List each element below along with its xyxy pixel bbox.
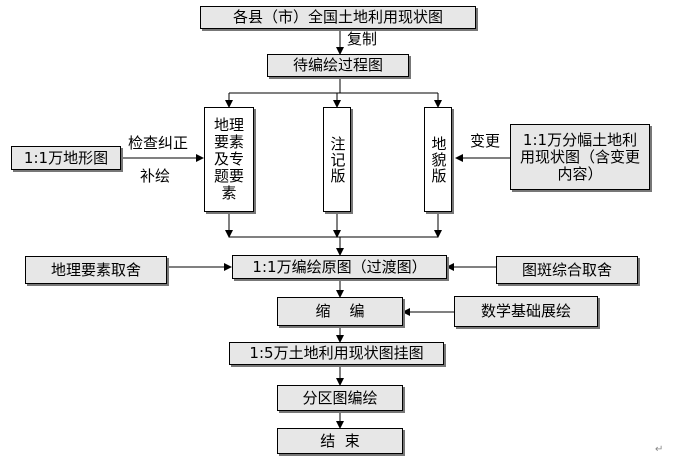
source-map-label: 各县（市）全国土地利用现状图 xyxy=(232,8,443,26)
topo-map-box: 1:1万地形图 xyxy=(11,146,121,170)
patch-choice-label: 图斑综合取舍 xyxy=(521,260,612,279)
district-map-box: 分区图编绘 xyxy=(277,385,403,411)
math-base-box: 数学基础展绘 xyxy=(454,296,598,327)
landform-box: 地貌版 xyxy=(424,107,452,212)
geo-elements-box: 地理要素及专题要素 xyxy=(204,107,254,212)
end-box: 结 束 xyxy=(277,428,403,454)
topo-map-label: 1:1万地形图 xyxy=(23,148,109,167)
wall-map-box: 1:5万土地利用现状图挂图 xyxy=(229,342,444,365)
geo-choice-box: 地理要素取舍 xyxy=(25,256,167,284)
original-map-box: 1:1万编绘原图（过渡图） xyxy=(232,255,447,279)
annotation-label: 注记版 xyxy=(328,135,347,184)
end-label: 结 束 xyxy=(320,431,360,450)
geo-choice-label: 地理要素取舍 xyxy=(50,260,141,279)
reduce-box: 缩 编 xyxy=(277,297,403,326)
source-map-box: 各县（市）全国土地利用现状图 xyxy=(200,6,476,29)
copy-label: 复制 xyxy=(347,30,378,48)
supplement-label: 补绘 xyxy=(140,167,171,185)
math-base-label: 数学基础展绘 xyxy=(480,302,571,320)
sheet-map-label: 1:1万分幅土地利用现状图（含变更内容） xyxy=(519,130,640,183)
original-map-label: 1:1万编绘原图（过渡图） xyxy=(252,257,427,276)
check-label: 检查纠正 xyxy=(128,134,189,152)
annotation-box: 注记版 xyxy=(323,107,351,212)
patch-choice-box: 图斑综合取舍 xyxy=(496,256,638,284)
sheet-map-box: 1:1万分幅土地利用现状图（含变更内容） xyxy=(510,124,650,190)
reduce-label: 缩 编 xyxy=(315,302,365,320)
draft-label: 待编绘过程图 xyxy=(292,56,383,74)
geo-elements-label: 地理要素及专题要素 xyxy=(213,116,244,202)
wall-map-label: 1:5万土地利用现状图挂图 xyxy=(249,344,424,362)
draft-box: 待编绘过程图 xyxy=(267,54,409,77)
landform-label: 地貌版 xyxy=(429,135,448,184)
change-label: 变更 xyxy=(470,132,501,150)
paragraph-mark: ↵ xyxy=(655,444,664,455)
district-map-label: 分区图编绘 xyxy=(302,388,378,407)
